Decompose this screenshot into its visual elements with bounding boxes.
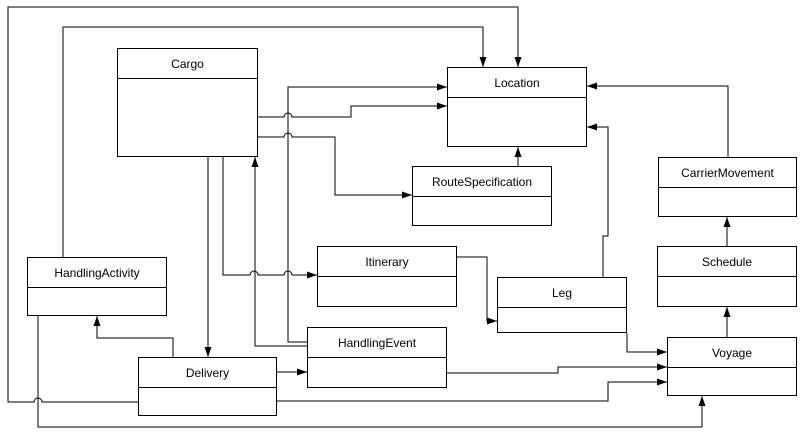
edge-leg-location <box>587 123 609 277</box>
edge-delivery-handling-activity <box>93 316 174 357</box>
edge-leg-voyage <box>626 333 667 356</box>
node-itinerary: Itinerary <box>317 246 457 307</box>
node-route-specification-label: RouteSpecification <box>413 167 551 197</box>
node-handling-activity: HandlingActivity <box>27 257 167 316</box>
edge-cargo-route-specification <box>258 132 412 199</box>
node-carrier-movement: CarrierMovement <box>658 157 797 217</box>
node-leg-label: Leg <box>498 278 626 308</box>
node-cargo-label: Cargo <box>118 49 257 79</box>
node-leg: Leg <box>497 277 627 333</box>
edge-cargo-itinerary <box>222 157 317 279</box>
node-voyage-label: Voyage <box>668 338 796 368</box>
node-carrier-movement-label: CarrierMovement <box>659 158 796 188</box>
node-schedule-label: Schedule <box>658 247 796 277</box>
node-handling-event: HandlingEvent <box>307 327 447 388</box>
node-location: Location <box>447 67 587 147</box>
edge-cargo-location <box>258 102 447 118</box>
edge-handling-activity-location <box>62 26 487 257</box>
node-location-label: Location <box>448 68 586 98</box>
node-delivery: Delivery <box>138 357 277 416</box>
node-delivery-label: Delivery <box>139 358 276 388</box>
node-route-specification: RouteSpecification <box>412 166 552 226</box>
edge-delivery-voyage <box>277 378 667 402</box>
node-voyage: Voyage <box>667 337 797 396</box>
edge-itinerary-leg <box>457 256 497 325</box>
node-cargo: Cargo <box>117 48 258 157</box>
node-handling-event-label: HandlingEvent <box>308 328 446 358</box>
node-schedule: Schedule <box>657 246 797 307</box>
edge-handling-event-location <box>287 83 447 343</box>
edge-handling-event-voyage <box>447 363 667 374</box>
edge-carrier-movement-location <box>587 82 729 157</box>
edge-delivery-location <box>7 6 522 403</box>
node-handling-activity-label: HandlingActivity <box>28 258 166 288</box>
edge-handling-event-cargo <box>251 157 307 347</box>
node-itinerary-label: Itinerary <box>318 247 456 277</box>
edge-handling-activity-voyage <box>37 316 706 428</box>
